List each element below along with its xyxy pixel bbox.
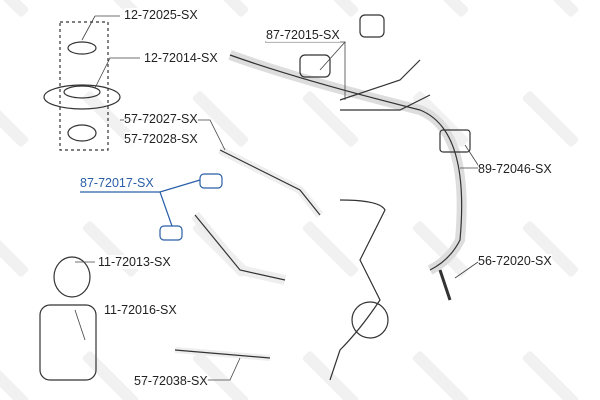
label-strut-mount-bushing: 12-72025-SX bbox=[124, 8, 198, 22]
watermark-mark bbox=[522, 221, 579, 277]
stabilizer-link-part bbox=[438, 269, 452, 301]
label-arm-bushing: 87-72017-SX bbox=[80, 176, 154, 190]
watermark-mark bbox=[522, 0, 579, 17]
watermark-mark bbox=[302, 91, 359, 147]
watermark-mark bbox=[192, 351, 249, 400]
watermark-mark bbox=[0, 0, 29, 17]
label-stabilizer-bushing: 89-72046-SX bbox=[478, 162, 552, 176]
watermark-mark bbox=[302, 0, 359, 17]
stabilizer-bushing-part bbox=[439, 129, 471, 153]
dust-boot-part bbox=[39, 304, 97, 381]
upper-arm-part bbox=[339, 59, 431, 111]
strut-mount-part bbox=[43, 84, 121, 110]
watermark-mark bbox=[412, 221, 469, 277]
watermark-mark bbox=[302, 221, 359, 277]
label-lateral-link: 57-72038-SX bbox=[134, 374, 208, 388]
watermark-mark bbox=[412, 0, 469, 17]
control-arm-upper-part bbox=[219, 149, 321, 216]
watermark-mark bbox=[412, 351, 469, 400]
label-upper-arm-bushing: 87-72015-SX bbox=[266, 28, 340, 42]
watermark-mark bbox=[0, 351, 29, 400]
label-bump-stop: 11-72013-SX bbox=[98, 255, 171, 269]
watermark-mark bbox=[522, 351, 579, 400]
watermark-mark bbox=[192, 91, 249, 147]
bump-stop-part bbox=[53, 256, 91, 298]
strut-lower-bushing-part bbox=[67, 124, 97, 142]
label-control-arm-b: 57-72028-SX bbox=[124, 132, 198, 146]
lateral-link-part bbox=[174, 349, 271, 359]
knuckle-part bbox=[329, 199, 386, 381]
label-stabilizer-link: 56-72020-SX bbox=[478, 254, 552, 268]
label-strut-mount: 12-72014-SX bbox=[144, 51, 218, 65]
watermark-mark bbox=[0, 221, 29, 277]
strut-group-box bbox=[59, 21, 109, 151]
watermark-mark bbox=[522, 91, 579, 147]
label-control-arm-a: 57-72027-SX bbox=[124, 112, 198, 126]
stabilizer-bar-part bbox=[228, 50, 467, 275]
strut-bushing-part bbox=[67, 41, 97, 55]
label-dust-boot: 11-72016-SX bbox=[104, 303, 177, 317]
arm-bushing-part-a bbox=[199, 173, 223, 189]
control-arm-lower-part bbox=[194, 214, 286, 281]
watermark-mark bbox=[0, 91, 29, 147]
upper-arm-bushing-part bbox=[299, 54, 331, 78]
watermark-mark bbox=[82, 351, 139, 400]
watermark-mark bbox=[82, 0, 139, 17]
watermark-mark bbox=[192, 0, 249, 17]
arm-bushing-part-b bbox=[159, 225, 183, 241]
